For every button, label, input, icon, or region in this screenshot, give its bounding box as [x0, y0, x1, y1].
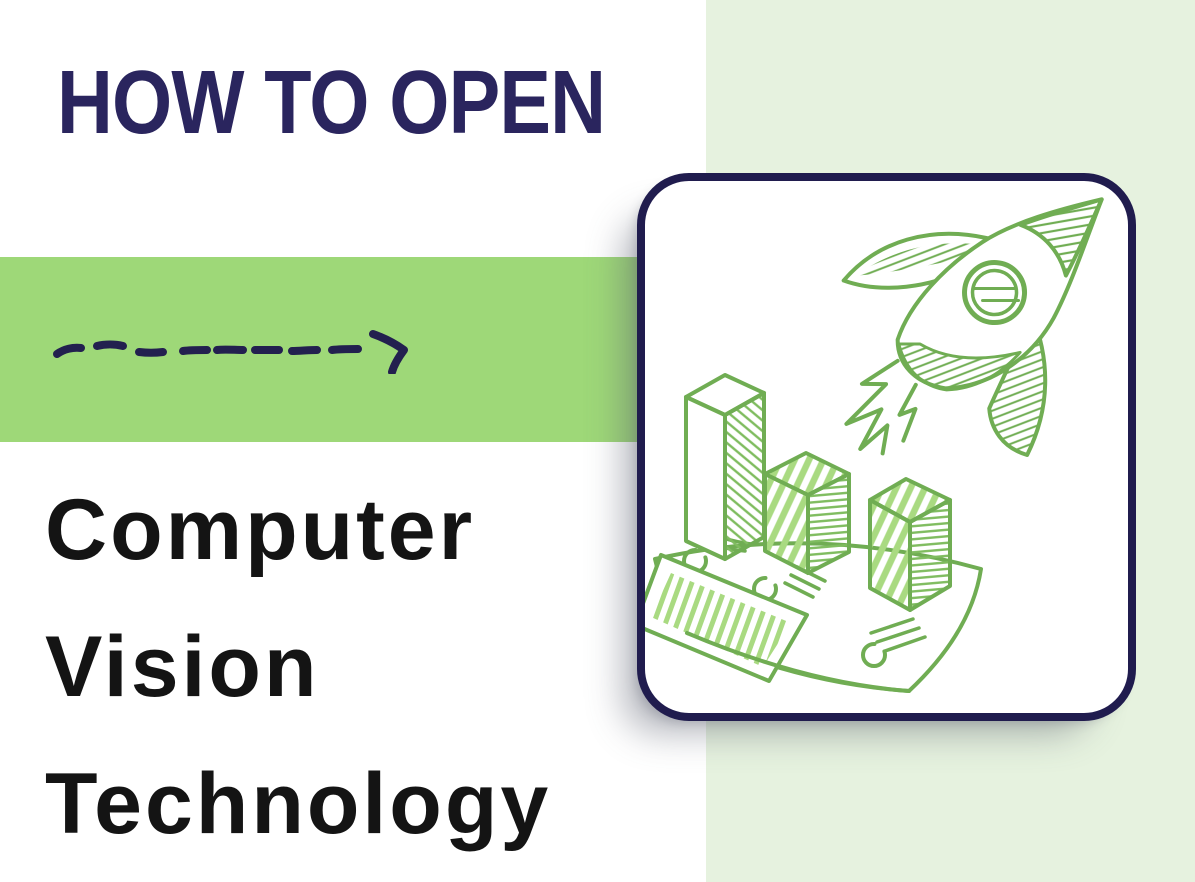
startup-growth-illustration [645, 197, 1104, 693]
dashed-arrow-icon [49, 326, 411, 376]
green-band [0, 257, 656, 442]
illustration-card [637, 173, 1136, 721]
eyebrow-title: HOW TO OPEN [57, 53, 606, 153]
title-line-3: Technology [45, 756, 552, 852]
bar-chart-tall-bar-icon [684, 373, 766, 561]
title-line-1: Computer [45, 482, 476, 578]
banknote-front-icon [645, 553, 809, 683]
rocket-icon [841, 197, 1104, 457]
page-title: Computer Vision Technology [45, 462, 551, 873]
banknote-edge-line [685, 631, 911, 693]
dashed-arrow-svg [53, 330, 408, 376]
title-line-2: Vision [45, 619, 320, 715]
bar-chart-middle-bar-icon [763, 451, 851, 575]
bar-chart-right-bar-icon [868, 477, 952, 612]
